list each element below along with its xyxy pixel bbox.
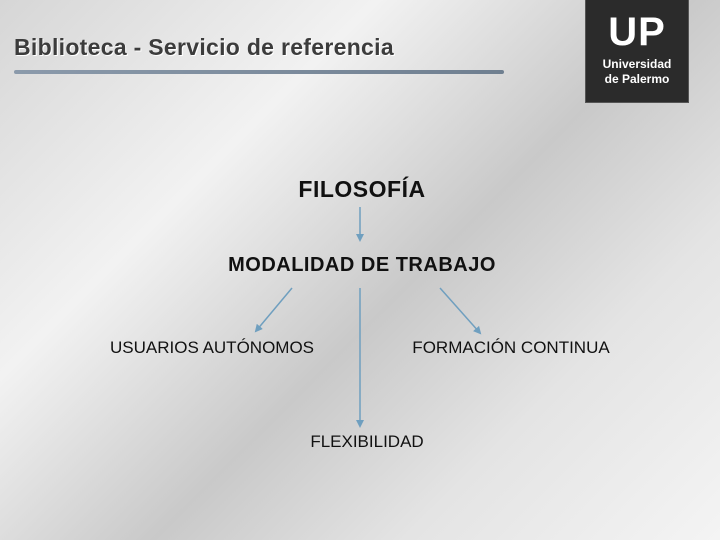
node-formacion-continua: FORMACIÓN CONTINUA	[412, 338, 610, 357]
logo-line-2: de Palermo	[604, 72, 670, 86]
arrow-middle-to-right	[439, 287, 482, 335]
university-logo: UP Universidad de Palermo	[586, 0, 688, 102]
logo-mark: UP	[608, 10, 666, 54]
arrow-middle-to-left	[254, 287, 293, 333]
node-filosofia: FILOSOFÍA	[298, 176, 426, 202]
page-title: Biblioteca - Servicio de referencia	[14, 34, 394, 60]
title-underline	[14, 70, 504, 74]
logo-line-1: Universidad	[602, 57, 672, 71]
node-flexibilidad: FLEXIBILIDAD	[310, 432, 424, 451]
node-modalidad-de-trabajo: MODALIDAD DE TRABAJO	[228, 254, 496, 276]
node-usuarios-autonomos: USUARIOS AUTÓNOMOS	[109, 338, 315, 357]
